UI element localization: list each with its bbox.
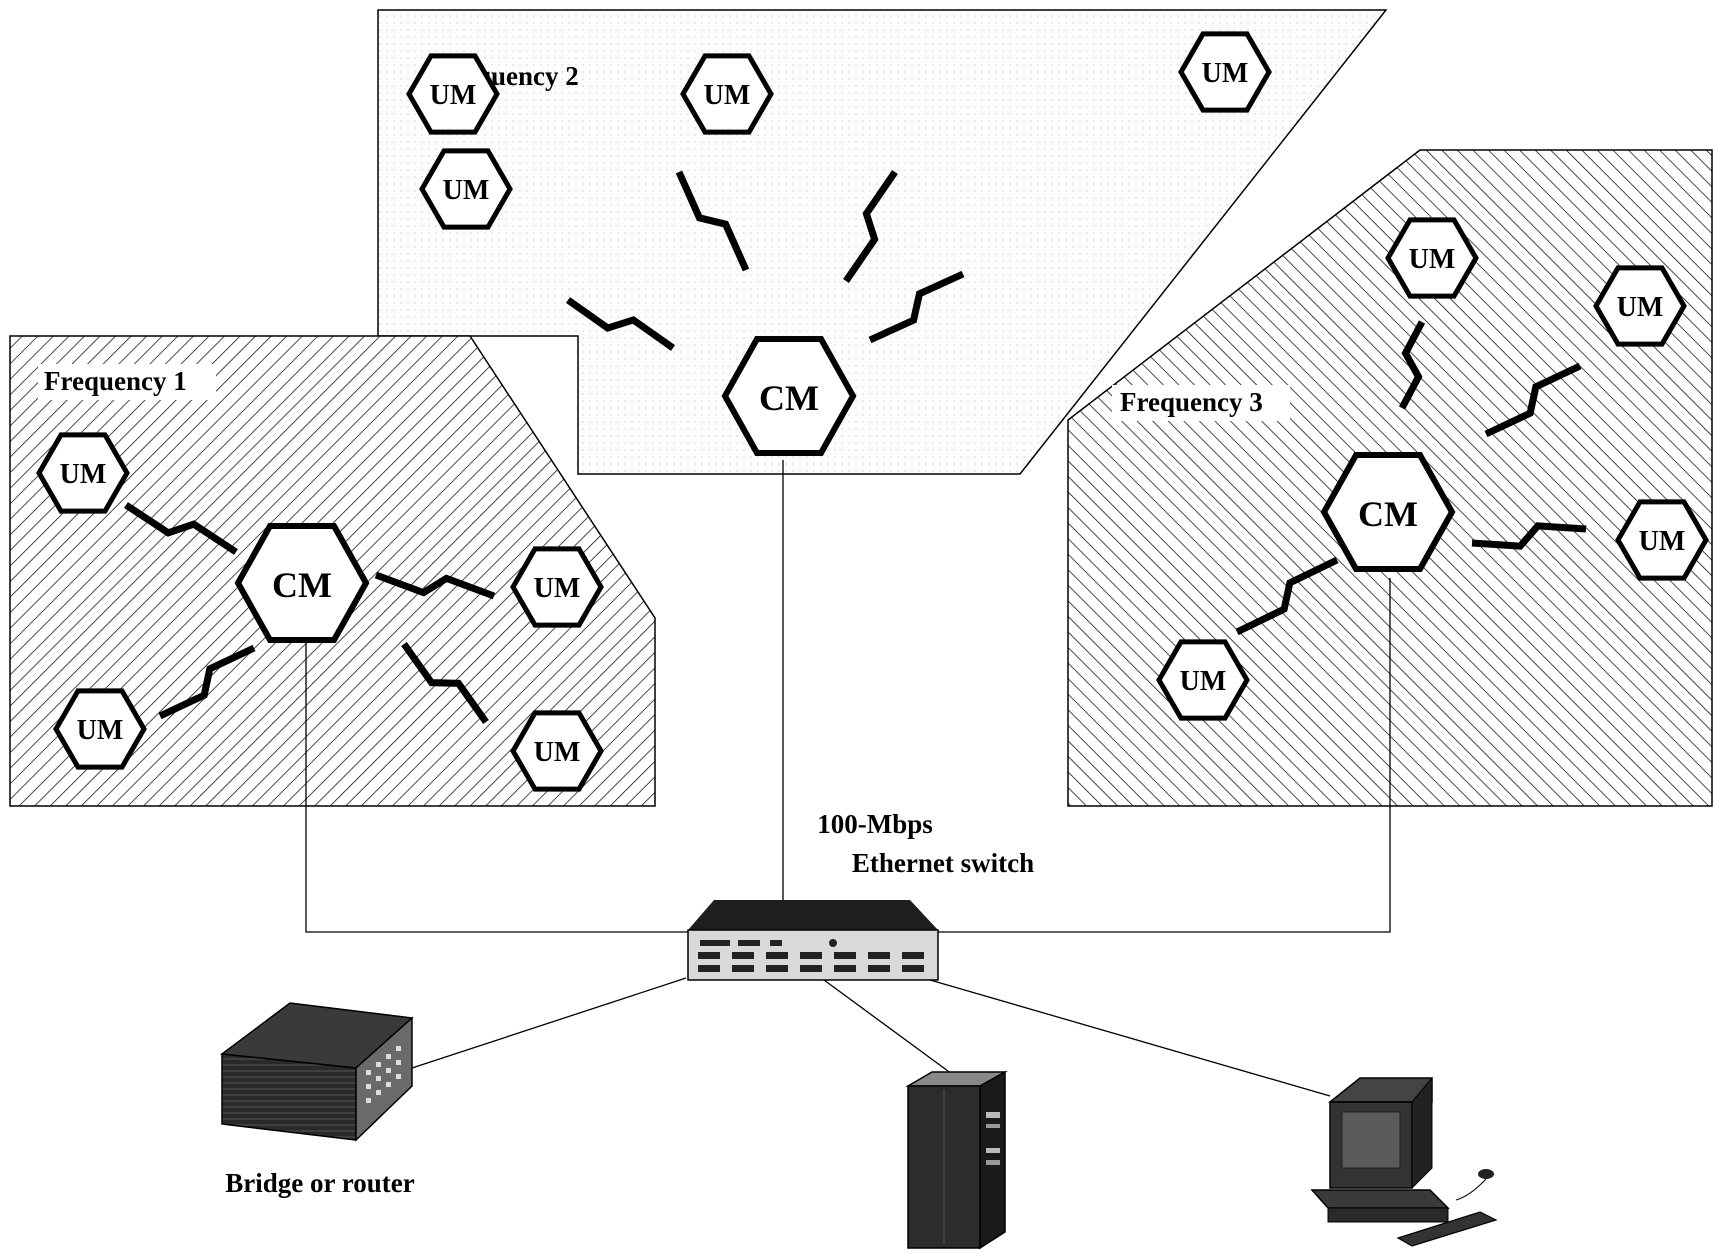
um-node: UM [1156,639,1250,721]
um-label: UM [704,80,751,111]
um-label: UM [60,459,107,490]
um-node: UM [680,53,774,135]
cm-label: CM [759,378,819,418]
um-node: UM [510,546,604,628]
lightning-icon [1484,362,1582,438]
um-node: UM [53,688,147,770]
lightning-icon [1235,556,1339,636]
um-node: UM [419,148,513,230]
um-label: UM [1409,244,1456,275]
lightning-icon [565,297,676,351]
switch-label-line1: 100-Mbps [817,809,933,839]
um-node: UM [1615,499,1709,581]
lightning-icon [675,170,750,272]
um-label: UM [534,737,581,768]
um-label: UM [77,715,124,746]
um-node: UM [510,710,604,792]
wired-links [305,460,1391,1097]
frequency-1-label: Frequency 1 [44,366,187,396]
wireless-links [124,170,1587,725]
bridge-router-label: Bridge or router [225,1168,414,1198]
lightning-icon [374,571,496,600]
bridge-router-icon [220,1002,414,1142]
um-label: UM [1639,526,1686,557]
lightning-icon [868,270,965,344]
workstation-icon [1310,1076,1498,1247]
cm-node-f2: CM [721,336,857,456]
lightning-icon [158,644,256,720]
um-label: UM [1202,58,1249,89]
um-node: UM [36,432,130,514]
um-label: UM [1180,666,1227,697]
lightning-icon [843,170,898,283]
cm-node-f3: CM [1320,452,1456,572]
um-label: UM [1617,292,1664,323]
cm-label: CM [272,565,332,605]
cm-label: CM [1358,494,1418,534]
frequency-3-label: Frequency 3 [1120,387,1263,417]
um-node: UM [406,53,500,135]
um-node: UM [1385,217,1479,299]
ethernet-switch [687,900,939,981]
server-icon [905,1070,1008,1250]
um-label: UM [430,80,477,111]
um-nodes: UM UM UM UM UM UM UM UM UM UM UM UM [36,31,1709,792]
lightning-icon [1471,522,1587,550]
lightning-icon [1398,320,1426,410]
cm-node-f1: CM [234,523,370,643]
um-label: UM [534,573,581,604]
um-node: UM [1593,265,1687,347]
um-label: UM [443,175,490,206]
lightning-icon [401,641,489,725]
lightning-icon [124,502,238,555]
switch-label-line2: Ethernet switch [852,848,1034,878]
um-node: UM [1178,31,1272,113]
